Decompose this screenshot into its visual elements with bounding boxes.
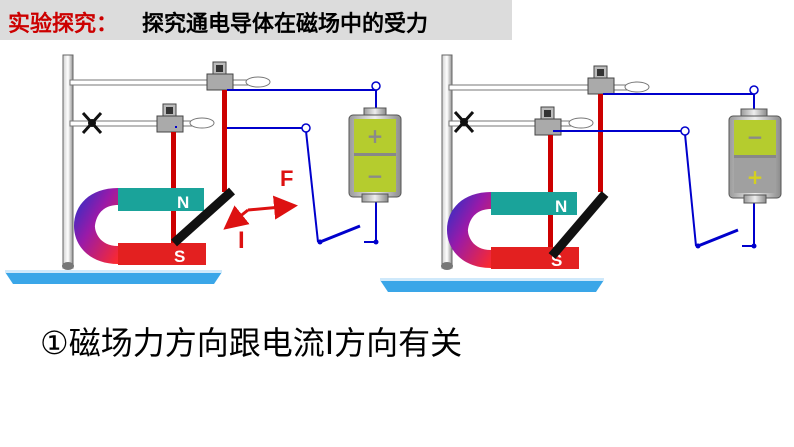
- right-conductor-bar: [548, 191, 609, 259]
- left-upper-terminal-icon: [206, 61, 234, 91]
- left-battery-minus: −: [367, 164, 384, 188]
- left-north-label: N: [177, 193, 189, 212]
- left-battery: + −: [348, 107, 402, 203]
- right-battery: − +: [728, 108, 782, 204]
- left-magnet: N S: [74, 188, 206, 266]
- force-label: F: [280, 166, 293, 191]
- left-setup: N S F I: [5, 54, 402, 284]
- left-base: [5, 272, 222, 284]
- left-conductor-bar: [170, 187, 236, 247]
- title-bar: 实验探究： 探究通电导体在磁场中的受力: [0, 0, 512, 40]
- right-base: [380, 280, 604, 292]
- right-x-clamp-icon: [453, 110, 475, 134]
- force-arrow: [247, 195, 298, 220]
- left-switch[interactable]: [317, 224, 379, 245]
- title-prefix: 实验探究：: [8, 12, 119, 37]
- left-stand-pole: [62, 54, 74, 269]
- right-battery-plus: +: [747, 165, 764, 189]
- current-label: I: [238, 227, 245, 254]
- right-switch[interactable]: [695, 228, 757, 249]
- left-x-clamp-icon: [81, 111, 103, 135]
- right-north-label: N: [555, 197, 567, 216]
- right-upper-terminal-icon: [587, 65, 615, 95]
- right-battery-minus: −: [747, 125, 764, 149]
- left-lower-terminal-icon: [156, 103, 184, 133]
- current-arrow: [223, 205, 250, 230]
- right-setup: N S − +: [380, 54, 782, 292]
- right-magnet: N S: [447, 192, 579, 270]
- right-south-label: S: [551, 251, 562, 270]
- left-battery-plus: +: [367, 124, 384, 148]
- title-main: 探究通电导体在磁场中的受力: [142, 12, 429, 37]
- left-rod-right: [222, 90, 227, 192]
- conclusion-text: ①磁场力方向跟电流I方向有关: [40, 324, 463, 362]
- right-rod-right: [598, 94, 603, 192]
- left-south-label: S: [174, 247, 185, 266]
